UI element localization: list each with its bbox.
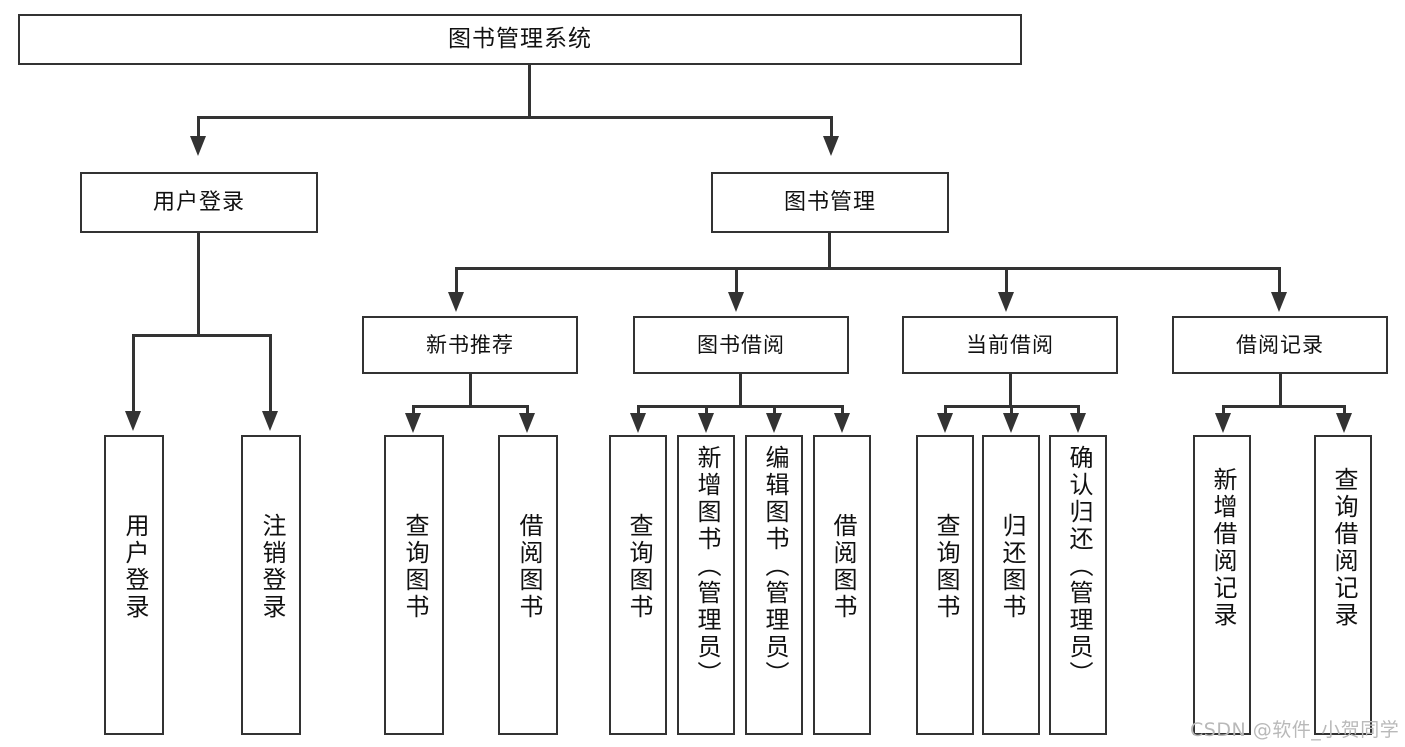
connector-root-drop-left: [197, 116, 200, 138]
watermark-text: CSDN @软件_小贺同学: [1190, 719, 1400, 741]
connector-new-book-drop-2: [526, 405, 529, 415]
connector-current-borrow-drop-1: [944, 405, 947, 415]
arrowhead-borrow-record-leaf-2: [1336, 413, 1352, 433]
arrowhead-to-book-manage: [823, 136, 839, 156]
connector-book-borrow-drop-4: [841, 405, 844, 415]
node-label: 注销登录: [257, 513, 286, 621]
arrowhead-book-borrow-leaf-4: [834, 413, 850, 433]
node-label: 用户登录: [152, 189, 245, 215]
leaf-current-borrow-confirm[interactable]: 确认归还（管理员）: [1049, 435, 1107, 735]
node-book-management[interactable]: 图书管理: [711, 172, 949, 233]
arrowhead-to-user-login: [190, 136, 206, 156]
connector-current-borrow-drop-2: [1010, 405, 1013, 415]
connector-tier3-drop-2: [735, 267, 738, 294]
node-user-login[interactable]: 用户登录: [80, 172, 318, 233]
connector-new-book-stem: [469, 374, 472, 408]
connector-root-bus: [197, 116, 833, 119]
node-borrow-record[interactable]: 借阅记录: [1172, 316, 1388, 374]
leaf-user-login-signout[interactable]: 注销登录: [241, 435, 301, 735]
connector-new-book-drop-1: [412, 405, 415, 415]
node-label: 借阅图书: [828, 513, 857, 621]
arrowhead-book-borrow-leaf-2: [698, 413, 714, 433]
connector-current-borrow-stem: [1009, 374, 1012, 408]
leaf-new-book-borrow[interactable]: 借阅图书: [498, 435, 558, 735]
arrowhead-to-book-borrow: [728, 292, 744, 312]
connector-tier3-bus: [455, 267, 1281, 270]
node-label: 归还图书: [997, 513, 1026, 621]
node-label: 查询借阅记录: [1329, 467, 1358, 629]
connector-tier3-drop-3: [1005, 267, 1008, 294]
node-label: 确认归还（管理员）: [1064, 445, 1093, 688]
connector-book-borrow-bus: [637, 405, 844, 408]
connector-book-borrow-drop-2: [705, 405, 708, 415]
connector-new-book-bus: [412, 405, 529, 408]
arrowhead-book-borrow-leaf-3: [766, 413, 782, 433]
connector-borrow-record-stem: [1279, 374, 1282, 408]
arrowhead-book-borrow-leaf-1: [630, 413, 646, 433]
connector-borrow-record-drop-2: [1343, 405, 1346, 415]
arrowhead-new-book-leaf-2: [519, 413, 535, 433]
connector-book-borrow-stem: [739, 374, 742, 408]
arrowhead-new-book-leaf-1: [405, 413, 421, 433]
arrowhead-current-borrow-leaf-1: [937, 413, 953, 433]
connector-root-drop-right: [830, 116, 833, 138]
node-label: 查询图书: [624, 513, 653, 621]
connector-borrow-record-drop-1: [1222, 405, 1225, 415]
node-label: 编辑图书（管理员）: [760, 445, 789, 688]
node-label: 借阅记录: [1236, 332, 1324, 357]
node-root-system[interactable]: 图书管理系统: [18, 14, 1022, 65]
connector-tier3-drop-4: [1278, 267, 1281, 294]
arrowhead-to-current-borrow: [998, 292, 1014, 312]
arrowhead-to-new-book: [448, 292, 464, 312]
connector-book-borrow-drop-1: [637, 405, 640, 415]
node-label: 图书借阅: [697, 332, 785, 357]
connector-book-borrow-drop-3: [773, 405, 776, 415]
arrowhead-to-borrow-record: [1271, 292, 1287, 312]
connector-current-borrow-drop-3: [1077, 405, 1080, 415]
arrowhead-user-login-leaf-2: [262, 411, 278, 431]
connector-tier3-drop-1: [455, 267, 458, 294]
node-label: 图书管理: [783, 189, 876, 215]
node-current-borrow[interactable]: 当前借阅: [902, 316, 1118, 374]
leaf-current-borrow-query[interactable]: 查询图书: [916, 435, 974, 735]
leaf-book-borrow-edit[interactable]: 编辑图书（管理员）: [745, 435, 803, 735]
connector-user-login-drop-2: [269, 334, 272, 413]
leaf-new-book-query[interactable]: 查询图书: [384, 435, 444, 735]
node-label: 图书管理系统: [448, 25, 592, 52]
connector-user-login-bus: [132, 334, 272, 337]
leaf-book-borrow-borrow[interactable]: 借阅图书: [813, 435, 871, 735]
leaf-borrow-record-query[interactable]: 查询借阅记录: [1314, 435, 1372, 735]
leaf-book-borrow-query[interactable]: 查询图书: [609, 435, 667, 735]
node-label: 查询图书: [931, 513, 960, 621]
connector-borrow-record-bus: [1222, 405, 1346, 408]
leaf-user-login-signin[interactable]: 用户登录: [104, 435, 164, 735]
connector-user-login-drop-1: [132, 334, 135, 413]
leaf-current-borrow-return[interactable]: 归还图书: [982, 435, 1040, 735]
node-book-borrow[interactable]: 图书借阅: [633, 316, 849, 374]
node-label: 查询图书: [400, 513, 429, 621]
node-label: 用户登录: [120, 513, 149, 621]
leaf-borrow-record-add[interactable]: 新增借阅记录: [1193, 435, 1251, 735]
connector-user-login-stem: [197, 233, 200, 336]
arrowhead-current-borrow-leaf-3: [1070, 413, 1086, 433]
arrowhead-current-borrow-leaf-2: [1003, 413, 1019, 433]
arrowhead-user-login-leaf-1: [125, 411, 141, 431]
node-label: 新书推荐: [426, 332, 514, 357]
node-new-book-recommend[interactable]: 新书推荐: [362, 316, 578, 374]
node-label: 借阅图书: [514, 513, 543, 621]
node-label: 新增借阅记录: [1208, 467, 1237, 629]
node-label: 新增图书（管理员）: [692, 445, 721, 688]
arrowhead-borrow-record-leaf-1: [1215, 413, 1231, 433]
node-label: 当前借阅: [966, 332, 1054, 357]
connector-root-stem: [528, 65, 531, 118]
connector-book-manage-stem: [828, 233, 831, 269]
leaf-book-borrow-add[interactable]: 新增图书（管理员）: [677, 435, 735, 735]
